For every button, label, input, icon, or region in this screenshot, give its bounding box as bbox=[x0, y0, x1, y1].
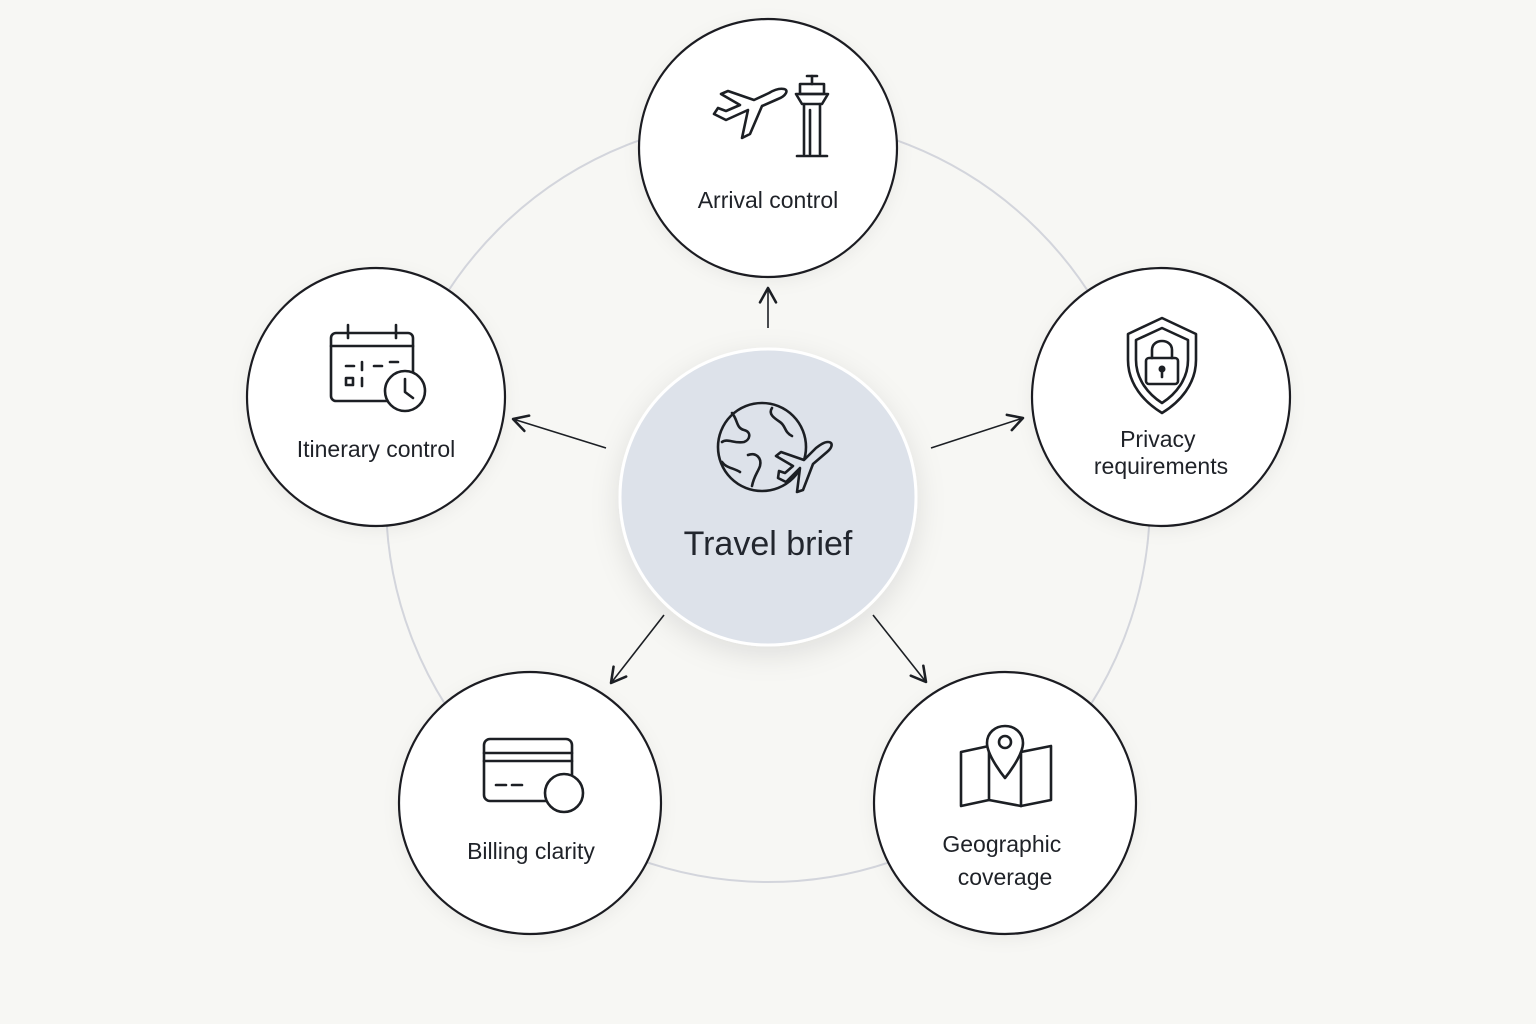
center-title: Travel brief bbox=[684, 525, 853, 563]
node-privacy-requirements: Privacy requirements bbox=[1030, 266, 1292, 528]
node-label-line: Arrival control bbox=[698, 187, 839, 213]
node-circle bbox=[245, 266, 507, 528]
shield-lock-icon bbox=[1126, 316, 1198, 415]
plane-control-tower-icon bbox=[712, 74, 830, 158]
arrow-to-geographic bbox=[872, 614, 928, 684]
calendar-clock-icon bbox=[329, 323, 427, 413]
node-label: Privacy requirements bbox=[1094, 426, 1228, 479]
node-arrival-control: Arrival control bbox=[637, 17, 899, 279]
node-circle bbox=[1030, 266, 1292, 528]
node-label-line: Geographic bbox=[942, 831, 1061, 857]
node-label: Arrival control bbox=[698, 187, 839, 213]
node-label: Geographic coverage bbox=[942, 831, 1067, 890]
center-node: Travel brief bbox=[618, 347, 918, 647]
node-circle bbox=[397, 670, 663, 936]
node-label-line: requirements bbox=[1094, 453, 1228, 479]
center-circle bbox=[618, 347, 918, 647]
node-label-line: Itinerary control bbox=[297, 436, 456, 462]
node-circle bbox=[637, 17, 899, 279]
globe-plane-icon bbox=[716, 401, 833, 494]
arrow-to-itinerary bbox=[511, 414, 607, 449]
node-label-line: coverage bbox=[958, 864, 1053, 890]
node-label: Itinerary control bbox=[297, 436, 456, 462]
node-billing-clarity: Billing clarity bbox=[397, 670, 663, 936]
node-geographic-coverage: Geographic coverage bbox=[872, 670, 1138, 936]
node-itinerary-control: Itinerary control bbox=[245, 266, 507, 528]
credit-card-icon bbox=[482, 737, 585, 814]
map-pin-icon bbox=[959, 724, 1053, 808]
node-label-line: Privacy bbox=[1120, 426, 1196, 452]
node-label: Billing clarity bbox=[467, 838, 595, 864]
connector-arrows bbox=[511, 286, 1025, 685]
node-label-line: Billing clarity bbox=[467, 838, 595, 864]
arrow-to-privacy bbox=[930, 413, 1025, 449]
arrow-to-billing bbox=[609, 614, 665, 685]
